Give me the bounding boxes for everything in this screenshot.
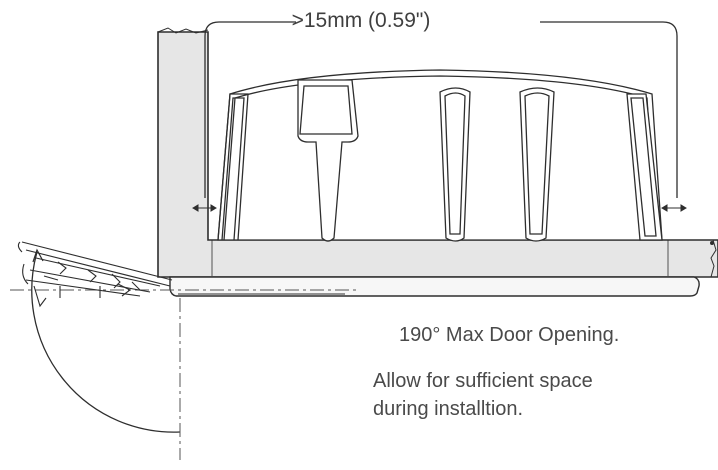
max-door-opening-note: 190° Max Door Opening. <box>399 324 620 346</box>
door-swing <box>10 248 360 460</box>
installation-space-note-line-1: Allow for sufficient space <box>373 370 593 392</box>
hinge-linkage <box>17 241 173 308</box>
panel-edge-detail <box>157 27 209 34</box>
installation-space-note-line-2: during installtion. <box>373 398 524 420</box>
clearance-arrows <box>192 204 687 212</box>
panel-right-edge <box>710 239 717 278</box>
swing-arc <box>31 251 181 433</box>
dimension-bracket <box>204 21 678 198</box>
clearance-dimension-label: >15mm (0.59") <box>291 9 431 32</box>
swing-arc-arrow <box>32 248 44 263</box>
panel-screw-mark <box>710 241 714 245</box>
door-slab <box>169 276 700 297</box>
drawer-insert <box>211 69 669 276</box>
